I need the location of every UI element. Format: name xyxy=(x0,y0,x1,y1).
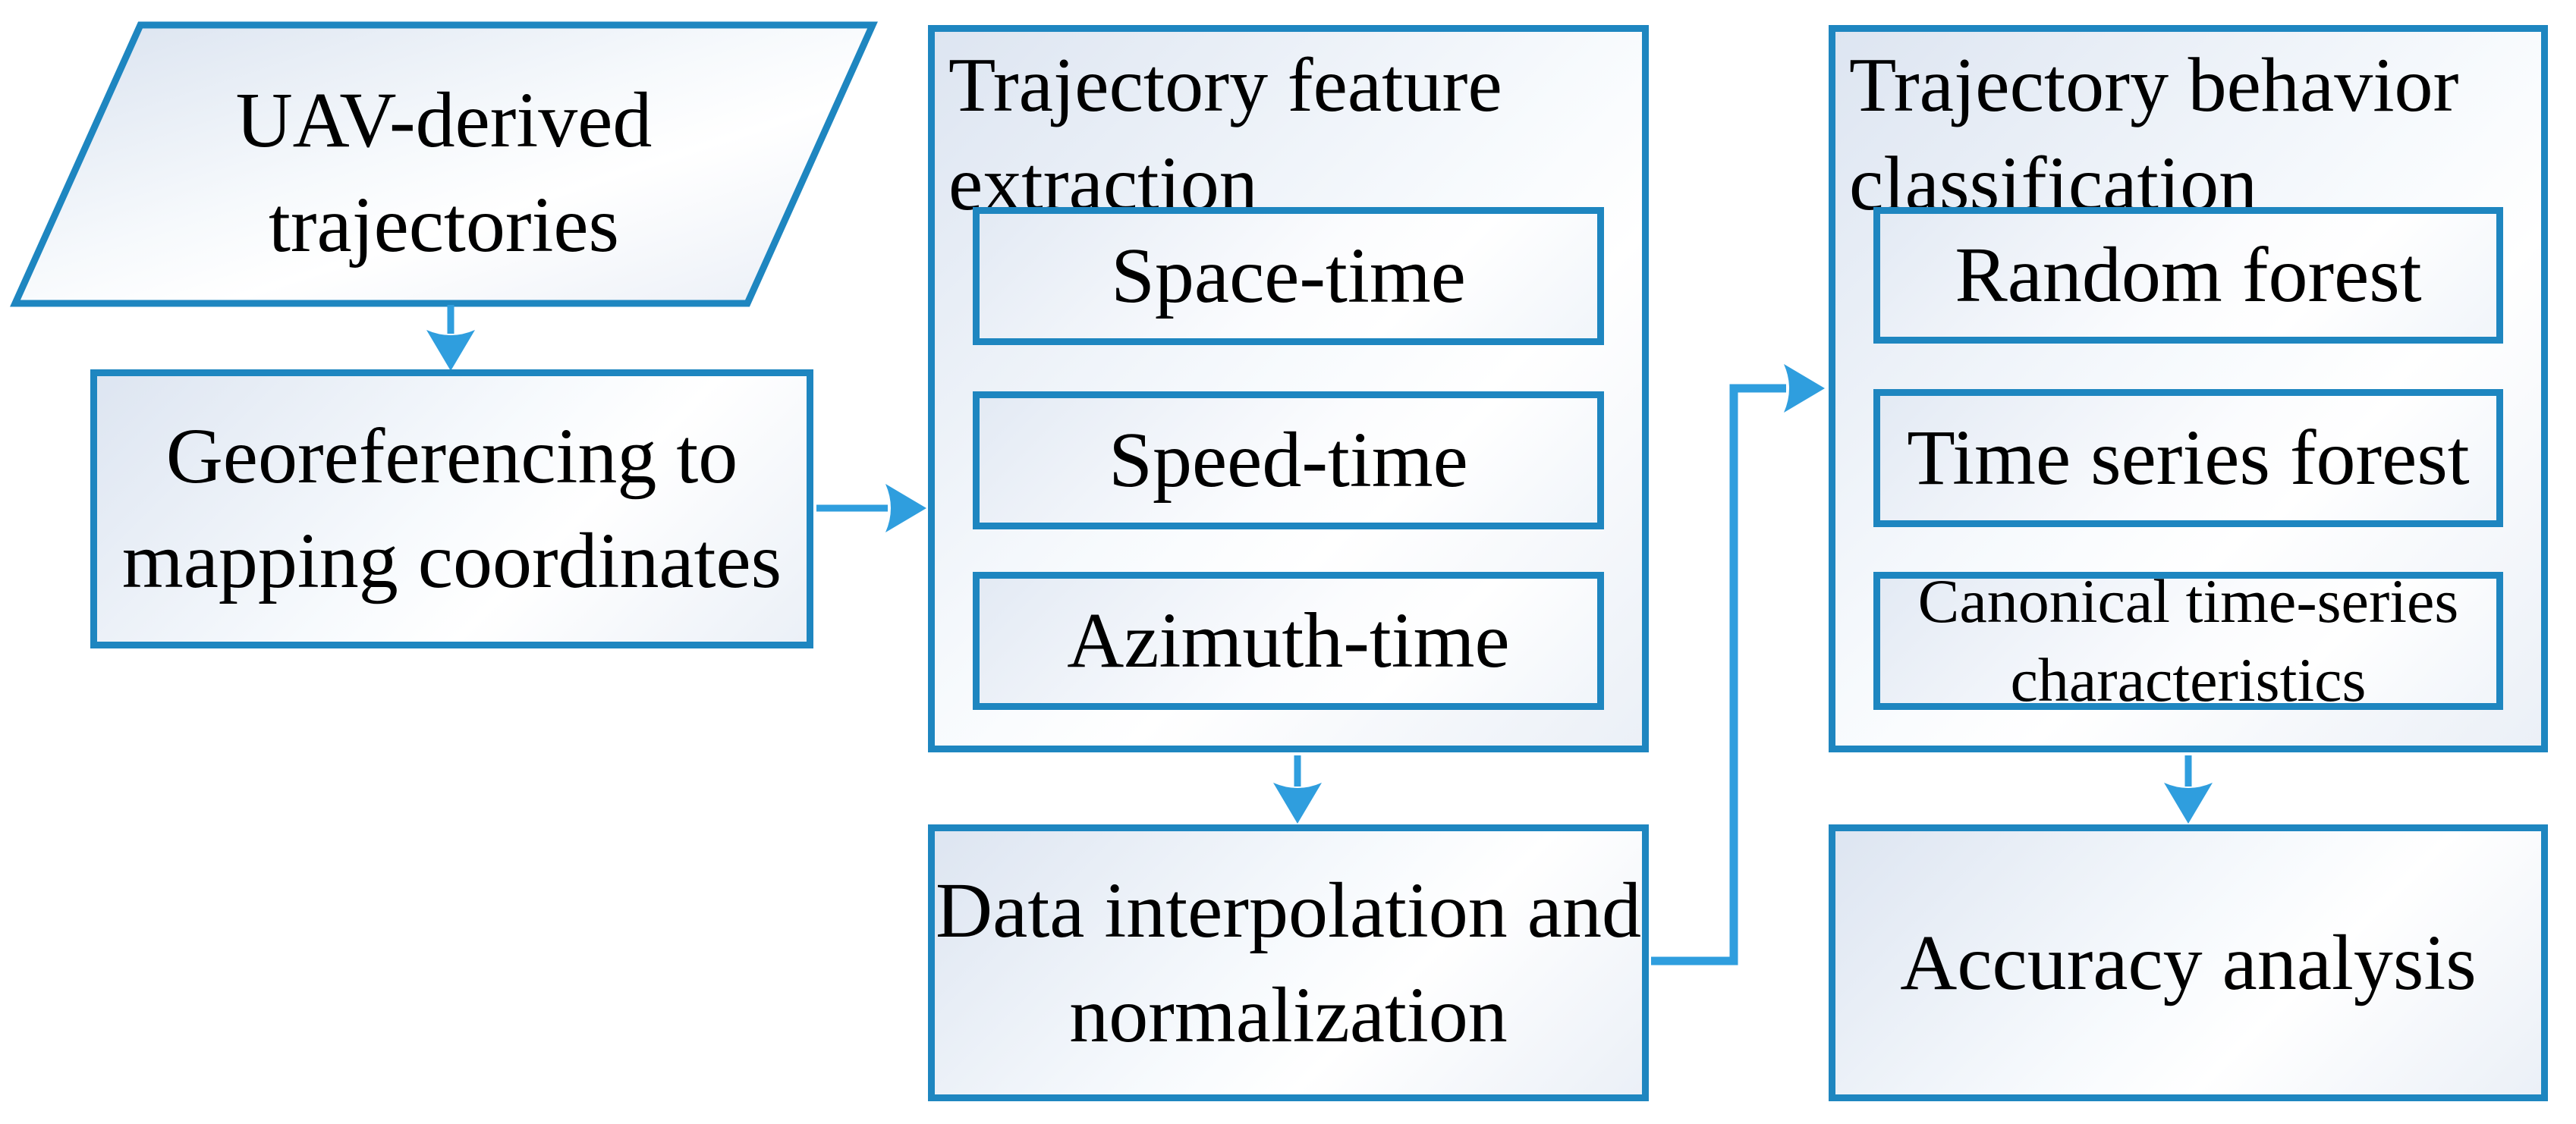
georeferencing-label: Georeferencing to mapping coordinates xyxy=(121,413,782,604)
uav-trajectories-node: UAV-derived trajectories xyxy=(15,25,873,303)
georeferencing-box: Georeferencing to mapping coordinates xyxy=(90,369,813,648)
time-series-forest-label: Time series forest xyxy=(1907,414,2470,501)
time-series-forest-box: Time series forest xyxy=(1873,389,2503,527)
azimuth-time-label: Azimuth-time xyxy=(1067,597,1510,684)
data-interpolation-box: Data interpolation and normalization xyxy=(928,824,1649,1101)
connector-interpolation-to-classification xyxy=(1651,384,1786,965)
space-time-label: Space-time xyxy=(1111,232,1466,319)
accuracy-analysis-box: Accuracy analysis xyxy=(1829,824,2548,1101)
feature-extraction-title: Trajectory feature extraction xyxy=(948,42,1502,227)
arrowhead-classification-to-accuracy xyxy=(2164,783,2213,824)
space-time-box: Space-time xyxy=(973,207,1604,345)
speed-time-label: Speed-time xyxy=(1109,416,1468,504)
arrowhead-feature-extraction-to-interpolation xyxy=(1273,783,1322,824)
accuracy-analysis-label: Accuracy analysis xyxy=(1900,918,2477,1006)
azimuth-time-box: Azimuth-time xyxy=(973,572,1604,710)
arrowhead-georeferencing-to-feature-extraction xyxy=(885,484,926,532)
canonical-time-series-label: Canonical time-series characteristics xyxy=(1917,567,2459,714)
uav-trajectories-label: UAV-derived trajectories xyxy=(235,76,653,268)
canonical-time-series-box: Canonical time-series characteristics xyxy=(1873,567,2503,714)
feature-extraction-container: Trajectory feature extraction Space-time… xyxy=(928,25,1649,752)
data-interpolation-label: Data interpolation and normalization xyxy=(936,866,1641,1059)
random-forest-label: Random forest xyxy=(1955,231,2422,319)
random-forest-box: Random forest xyxy=(1873,207,2503,344)
classification-title: Trajectory behavior classification xyxy=(1849,42,2459,227)
classification-container: Trajectory behavior classification Rando… xyxy=(1829,25,2548,752)
arrowhead-uav-to-georeferencing xyxy=(426,330,475,371)
arrowhead-interpolation-to-classification xyxy=(1784,364,1825,413)
speed-time-box: Speed-time xyxy=(973,391,1604,529)
uav-parallelogram-shape xyxy=(10,21,878,307)
